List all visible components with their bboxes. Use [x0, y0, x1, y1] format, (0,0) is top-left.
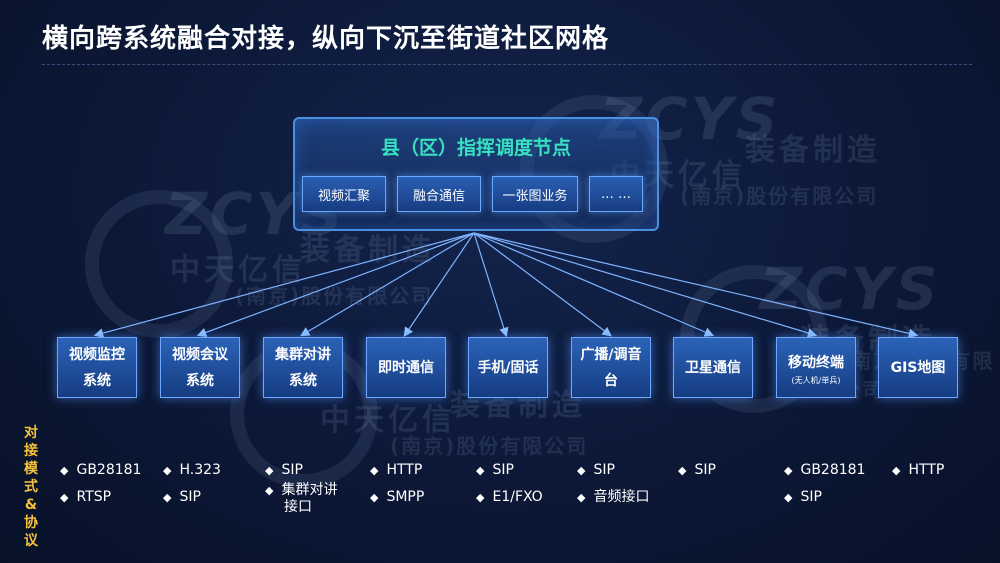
- more-box: … …: [589, 176, 643, 212]
- node-trunking-intercom: 集群对讲 系统: [263, 337, 343, 398]
- page-title: 横向跨系统融合对接，纵向下沉至街道社区网格: [42, 24, 610, 54]
- protocol-item: H.323: [163, 462, 220, 479]
- node-label: 广播/调音: [580, 346, 642, 363]
- converged-comm-box: 融合通信: [397, 176, 481, 212]
- node-instant-messaging: 即时通信: [366, 337, 446, 398]
- protocol-item: GB28181: [784, 462, 865, 479]
- node-label: 视频监控: [69, 346, 125, 363]
- node-sublabel: (无人机/单兵): [791, 375, 841, 385]
- connector-line: [473, 232, 612, 337]
- protocol-item: RTSP: [60, 489, 111, 506]
- connector-line: [403, 232, 475, 337]
- node-video-surveillance: 视频监控 系统: [57, 337, 137, 398]
- connector-line: [196, 232, 475, 337]
- node-label: 系统: [83, 372, 111, 389]
- node-label: 手机/固话: [477, 359, 539, 376]
- node-label: 移动终端: [788, 354, 844, 371]
- node-label: 集群对讲: [275, 346, 331, 363]
- protocol-item: HTTP: [370, 462, 422, 479]
- video-aggregation-box: 视频汇聚: [302, 176, 386, 212]
- node-label: 视频会议: [172, 346, 228, 363]
- dispatch-node: 县（区）指挥调度节点: [293, 117, 659, 231]
- node-label: GIS地图: [890, 359, 946, 376]
- dispatch-node-title: 县（区）指挥调度节点: [380, 137, 571, 159]
- title-divider: [42, 64, 972, 65]
- node-broadcast: 广播/调音 台: [571, 337, 651, 398]
- node-video-conference: 视频会议 系统: [160, 337, 240, 398]
- node-satellite: 卫星通信: [673, 337, 753, 398]
- node-mobile-terminal: 移动终端 (无人机/单兵): [776, 337, 856, 398]
- node-label: 卫星通信: [685, 359, 741, 376]
- one-map-box: 一张图业务: [492, 176, 578, 212]
- protocol-item: SMPP: [370, 489, 424, 506]
- node-label: 即时通信: [378, 359, 434, 376]
- node-label: 系统: [289, 372, 317, 389]
- protocol-item: 集群对讲: [265, 482, 337, 499]
- connector-line: [473, 232, 919, 339]
- connector-line: [93, 232, 475, 338]
- protocol-item: GB28181: [60, 462, 141, 479]
- protocol-item: SIP: [476, 462, 513, 479]
- connector-line: [299, 232, 475, 337]
- protocol-item: SIP: [265, 462, 302, 479]
- connector-line: [473, 232, 509, 338]
- protocol-item: 音频接口: [577, 489, 649, 506]
- protocol-section-label: 对接模式&协议: [24, 425, 38, 549]
- node-gis-map: GIS地图: [878, 337, 958, 398]
- protocol-item: SIP: [577, 462, 614, 479]
- node-label: 台: [604, 372, 618, 389]
- node-phone: 手机/固话: [468, 337, 548, 398]
- protocol-item: SIP: [784, 489, 821, 506]
- protocol-item: HTTP: [892, 462, 944, 479]
- protocol-item: SIP: [163, 489, 200, 506]
- connector-line: [473, 232, 715, 337]
- protocol-item: E1/FXO: [476, 489, 542, 506]
- protocol-item-continued: 接口: [284, 499, 312, 515]
- node-label: 系统: [186, 372, 214, 389]
- connector-line: [473, 232, 818, 338]
- protocol-item: SIP: [678, 462, 715, 479]
